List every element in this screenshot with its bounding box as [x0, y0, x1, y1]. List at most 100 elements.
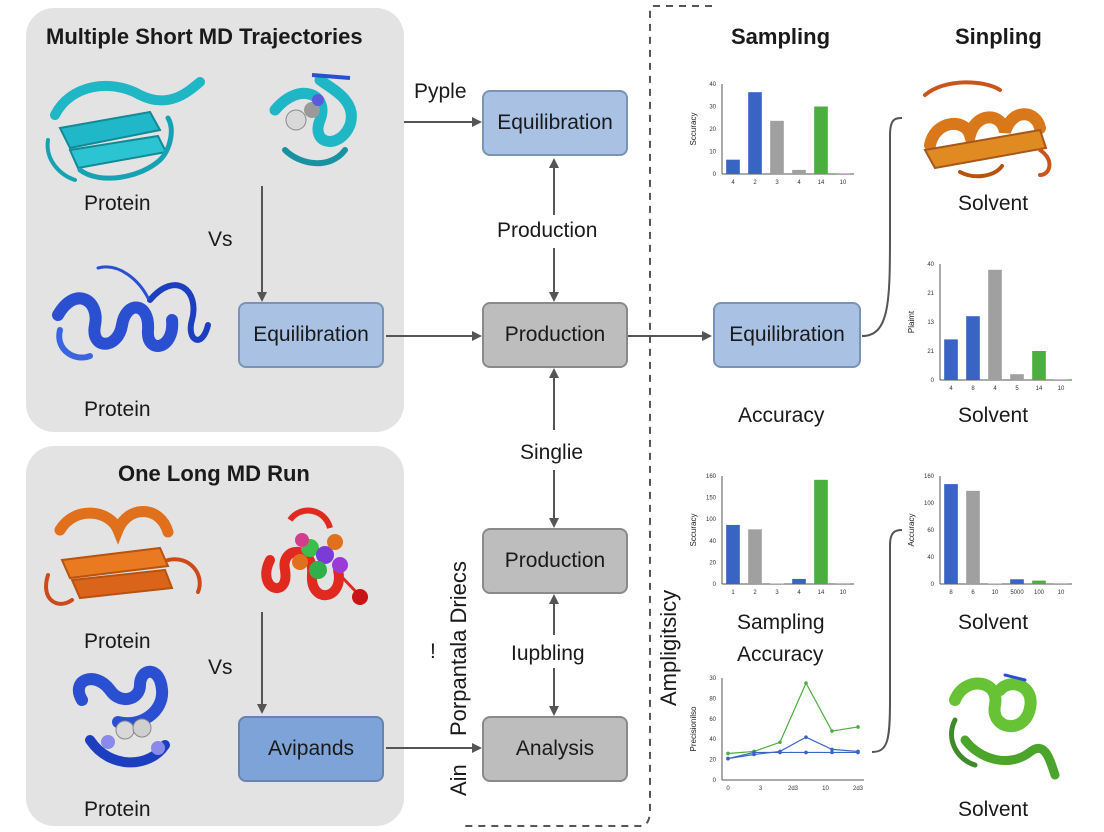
- bar: [1032, 351, 1046, 380]
- production-box-low[interactable]: Production: [482, 528, 628, 594]
- y-axis-label: Precisionilso: [689, 706, 698, 751]
- bar: [988, 269, 1002, 380]
- x-tick-label: 2d3: [788, 786, 799, 792]
- x-tick-label: 3: [759, 786, 763, 792]
- sampling-heading: Sampling: [731, 24, 831, 49]
- x-tick-label: 3: [775, 590, 779, 596]
- data-point: [830, 747, 834, 752]
- solvent-label-3: Solvent: [958, 611, 1029, 634]
- data-point: [856, 750, 860, 755]
- ain-vertical-label: Ain: [446, 764, 471, 796]
- vs-label-2: Vs: [208, 656, 233, 679]
- bar: [1054, 583, 1068, 584]
- x-tick-label: 4: [797, 590, 801, 596]
- y-tick-label: 150: [706, 496, 717, 502]
- orange-protein-icon: [44, 506, 202, 606]
- x-tick-label: 10: [840, 590, 847, 596]
- y-tick-label: 40: [709, 82, 716, 88]
- exclamation-mark: !: [430, 640, 436, 663]
- y-tick-label: 20: [709, 758, 716, 764]
- x-tick-label: 8: [971, 386, 975, 392]
- x-tick-label: 10: [992, 590, 999, 596]
- x-tick-label: 100: [1034, 590, 1045, 596]
- bar: [944, 339, 958, 380]
- bar: [1010, 579, 1024, 584]
- equilibration-box-top[interactable]: Equilibration: [482, 90, 628, 156]
- y-tick-label: 0: [931, 582, 935, 588]
- data-point: [726, 756, 730, 761]
- series-line: [727, 681, 859, 755]
- x-tick-label: 10: [1058, 590, 1065, 596]
- bar: [770, 583, 784, 584]
- curve-equil-to-chart: [861, 117, 903, 337]
- teal-protein-icon: [45, 77, 205, 182]
- equilibration-box-right[interactable]: Equilibration: [713, 302, 861, 368]
- y-tick-label: 30: [709, 676, 716, 682]
- sampling-accuracy-label-line2: Accuracy: [737, 643, 824, 666]
- y-tick-label: 10: [709, 150, 716, 156]
- analysis-box[interactable]: Analysis: [482, 716, 628, 782]
- data-point: [752, 750, 756, 755]
- solvent-label-1: Solvent: [958, 192, 1029, 215]
- data-point: [778, 750, 782, 755]
- bar: [770, 120, 784, 174]
- protein-label-3: Protein: [84, 630, 151, 653]
- curve-line-chart-to-solvent: [871, 529, 903, 753]
- green-right-protein-icon: [949, 673, 1060, 780]
- ampligitsicy-vertical-label: Ampligitsicy: [656, 589, 681, 706]
- teal-helix-ligand-icon: [269, 73, 357, 167]
- y-tick-label: 30: [709, 105, 716, 111]
- data-point: [830, 750, 834, 755]
- y-tick-label: 20: [709, 127, 716, 133]
- x-tick-label: 4: [731, 180, 735, 186]
- solvent-label-2: Solvent: [958, 404, 1029, 427]
- y-tick-label: 40: [927, 262, 934, 268]
- bar: [966, 490, 980, 584]
- one-long-run-title: One Long MD Run: [118, 461, 310, 486]
- bar: [1032, 580, 1046, 584]
- bar: [726, 524, 740, 584]
- bar: [726, 159, 740, 174]
- sinpling-heading: Sinpling: [955, 24, 1042, 49]
- y-tick-label: 100: [706, 517, 717, 523]
- red-protein-ligand-icon: [261, 507, 368, 605]
- x-tick-label: 4: [797, 180, 801, 186]
- bar: [836, 173, 850, 174]
- bar: [792, 169, 806, 174]
- orange-right-protein-icon: [923, 80, 1052, 179]
- avipands-box[interactable]: Avipands: [238, 716, 384, 782]
- y-tick-label: 21: [927, 349, 934, 355]
- production-box-mid[interactable]: Production: [482, 302, 628, 368]
- singlie-label: Singlie: [520, 441, 584, 464]
- y-tick-label: 60: [927, 528, 934, 534]
- blue-helix-protein-icon: [52, 265, 211, 361]
- x-tick-label: 4: [949, 386, 953, 392]
- y-tick-label: 13: [927, 320, 934, 326]
- bar: [748, 529, 762, 584]
- bar: [988, 583, 1002, 584]
- bar: [1054, 379, 1068, 380]
- y-tick-label: 40: [709, 737, 716, 743]
- iupbling-label: Iupbling: [511, 642, 585, 665]
- bar: [748, 92, 762, 174]
- bar: [814, 479, 828, 584]
- y-tick-label: 160: [924, 474, 935, 480]
- multiple-short-trajectories-title: Multiple Short MD Trajectories: [46, 24, 363, 49]
- bar: [836, 583, 850, 584]
- x-tick-label: 5: [1015, 386, 1019, 392]
- series-line: [727, 751, 858, 760]
- production-edge-label: Production: [497, 219, 598, 242]
- solvent-label-4: Solvent: [958, 798, 1029, 821]
- protein-label-1: Protein: [84, 192, 151, 215]
- x-tick-label: 10: [822, 786, 829, 792]
- y-tick-label: 0: [713, 778, 717, 784]
- equilibration-box-left[interactable]: Equilibration: [238, 302, 384, 368]
- y-tick-label: 40: [927, 555, 934, 561]
- x-tick-label: 4: [993, 386, 997, 392]
